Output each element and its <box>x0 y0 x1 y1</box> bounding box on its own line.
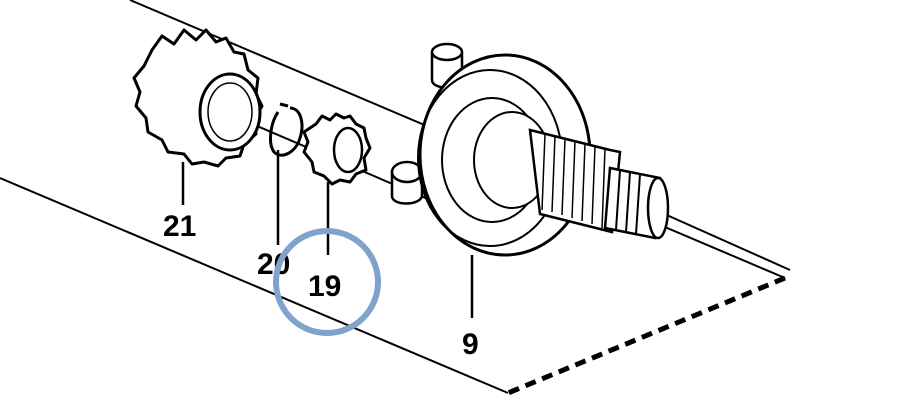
gear-part <box>132 28 264 168</box>
part-number-9: 9 <box>462 328 479 361</box>
frame-dashed-lines <box>507 275 786 396</box>
part-number-21: 21 <box>163 210 196 243</box>
bearing-part <box>302 112 372 186</box>
snap-ring-part <box>269 102 304 157</box>
planet-carrier-part <box>390 42 670 257</box>
gear-bore <box>198 72 262 152</box>
leader-lines <box>181 150 474 318</box>
part-number-19: 19 <box>308 270 341 303</box>
highlight-circle <box>273 228 381 336</box>
